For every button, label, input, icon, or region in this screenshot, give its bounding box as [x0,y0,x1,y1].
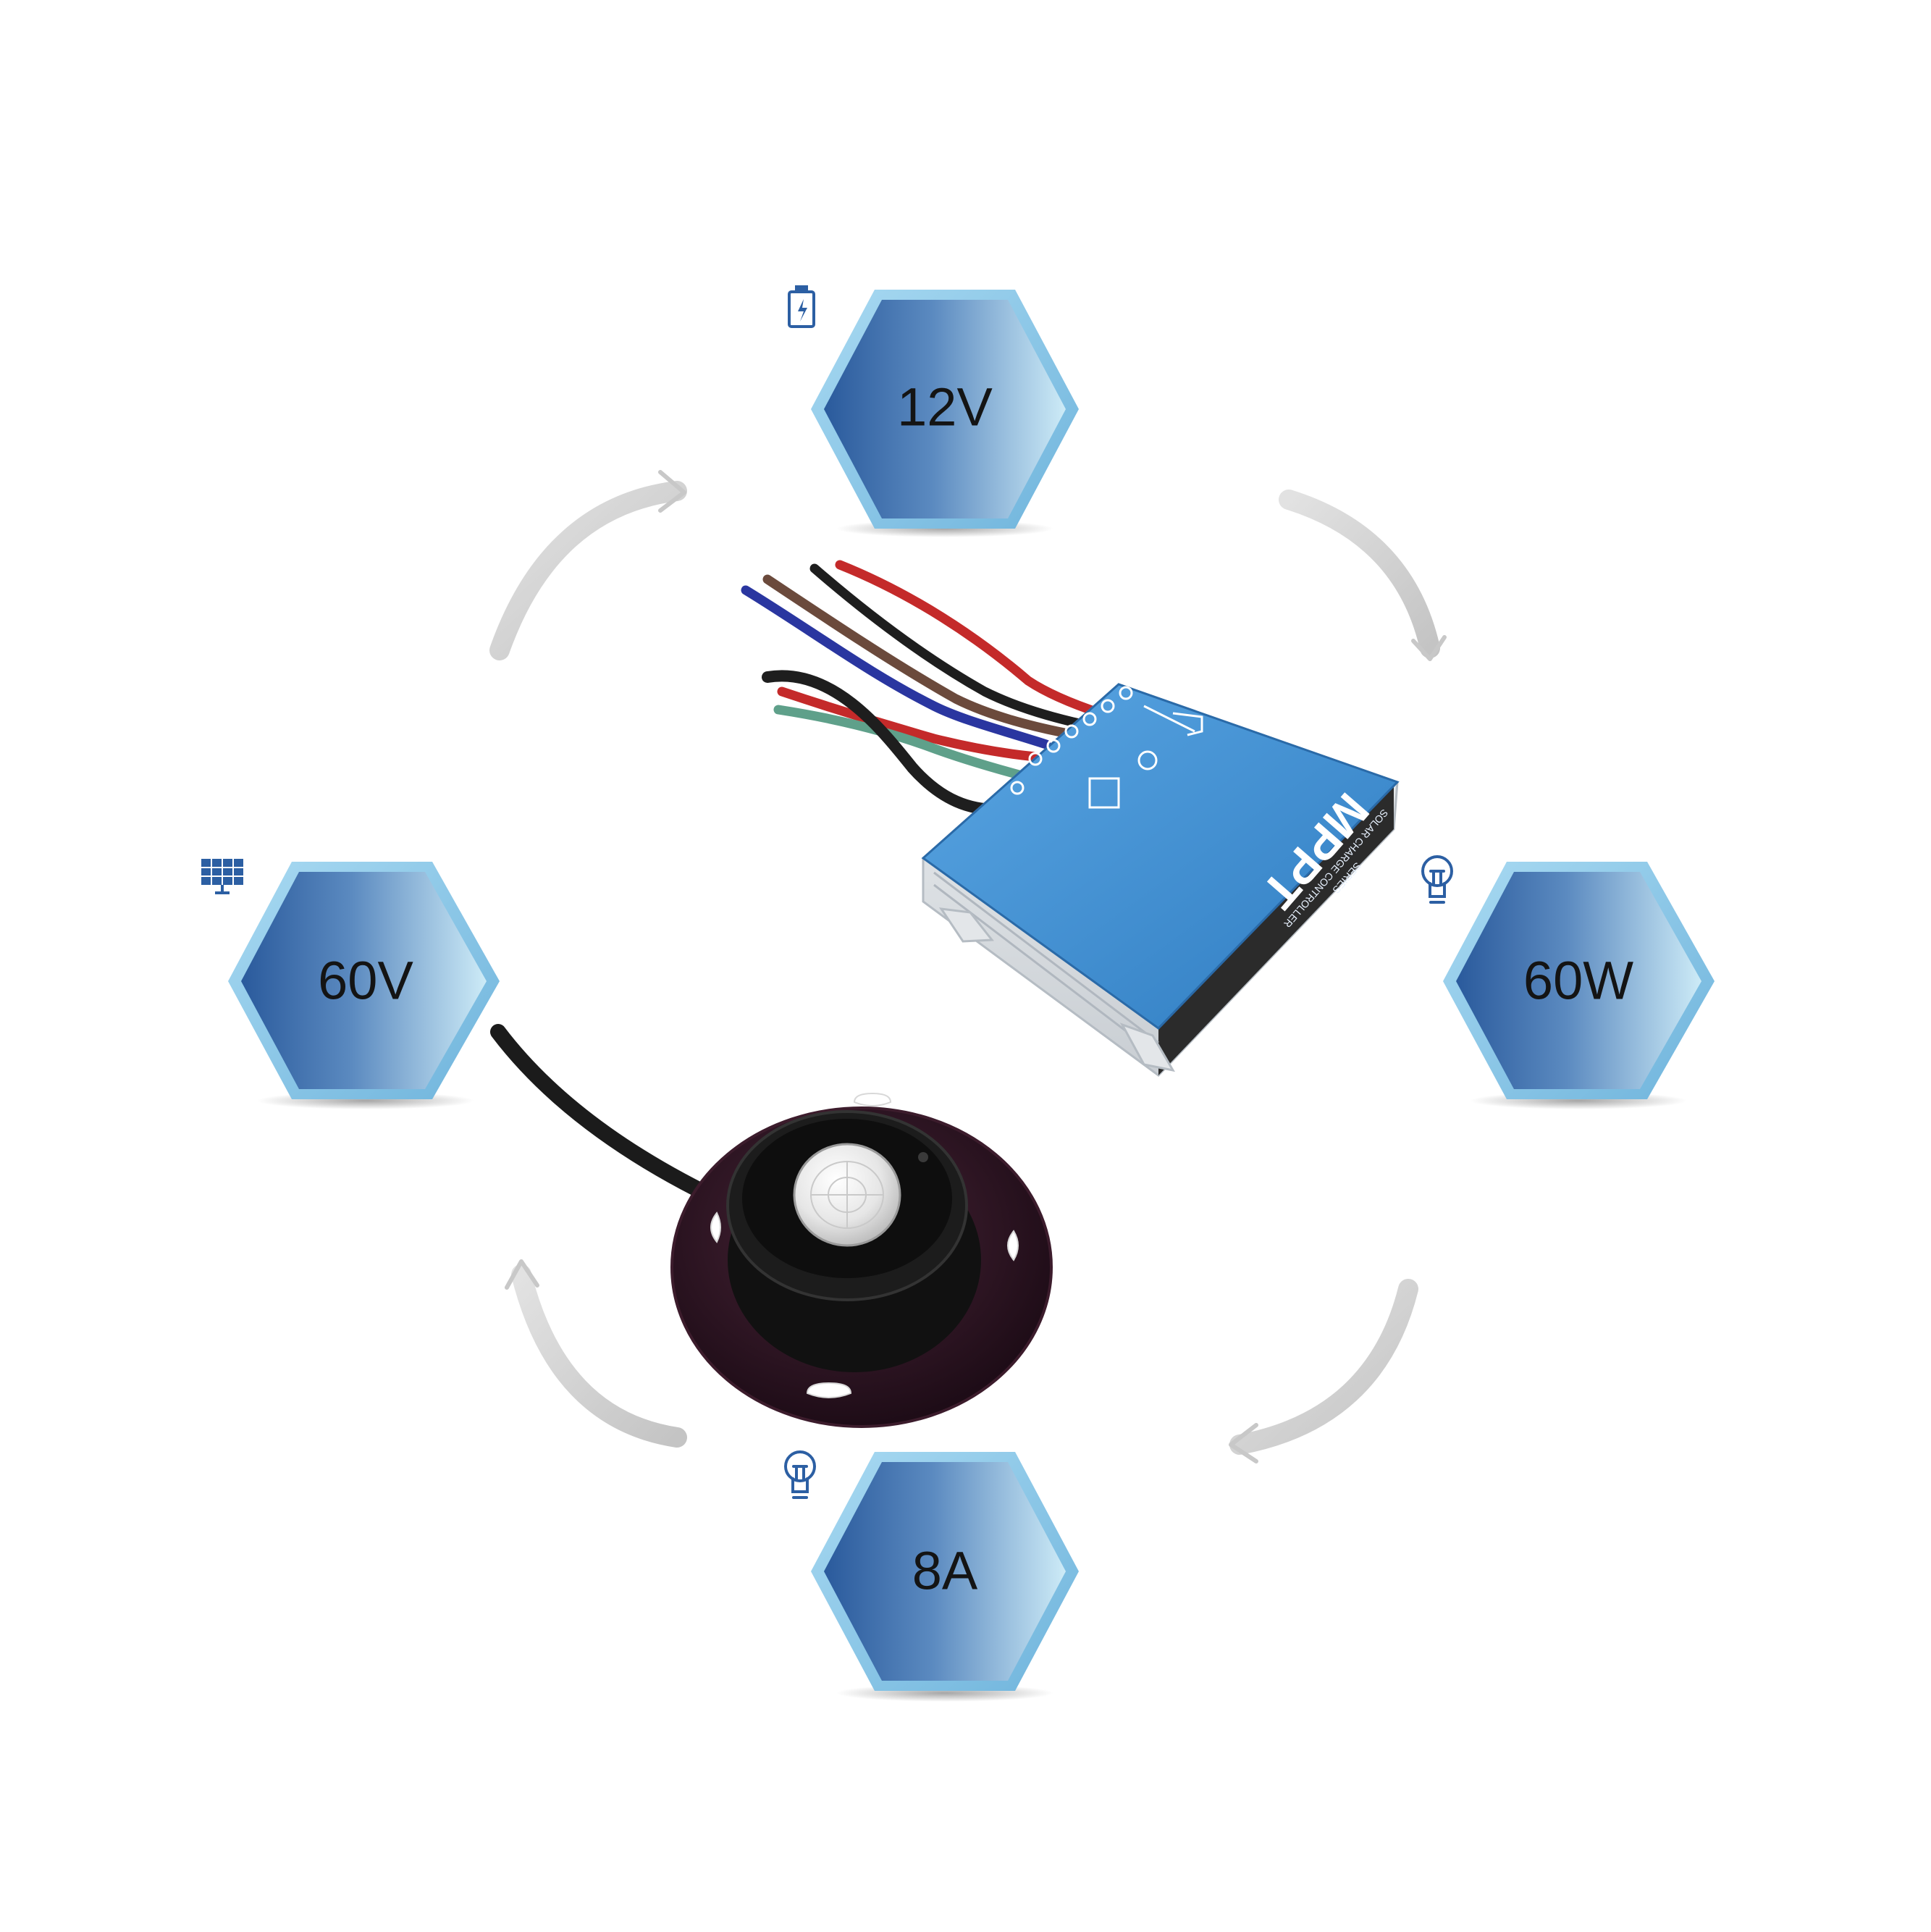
cycle-arrow-top-left [489,470,687,660]
cycle-arrow-top-right [1279,490,1447,661]
pir-motion-sensor-photo [490,1024,1053,1428]
controller-wires [741,560,1106,816]
power-value: 60W [1523,951,1633,1011]
battery-icon [788,285,815,328]
solar-voltage-value: 60V [318,951,413,1011]
spec-hexagon-battery-voltage: 12V [811,290,1079,537]
spec-hexagon-power: 60W [1443,862,1715,1109]
battery-voltage-value: 12V [897,377,993,437]
cycle-arrow-bottom-left [505,1259,687,1448]
cycle-arrow-bottom-right [1229,1279,1418,1463]
mppt-controller-photo: MPPT SOLAR CHARGE CONTROLLER SERIES [741,560,1400,1077]
spec-hexagon-solar-voltage: 60V [228,862,500,1109]
light-bulb-icon [1421,855,1453,904]
solar-panel-icon [201,859,243,894]
spec-hexagon-current: 8A [811,1452,1079,1702]
light-bulb-icon [784,1450,816,1499]
current-value: 8A [912,1541,978,1601]
